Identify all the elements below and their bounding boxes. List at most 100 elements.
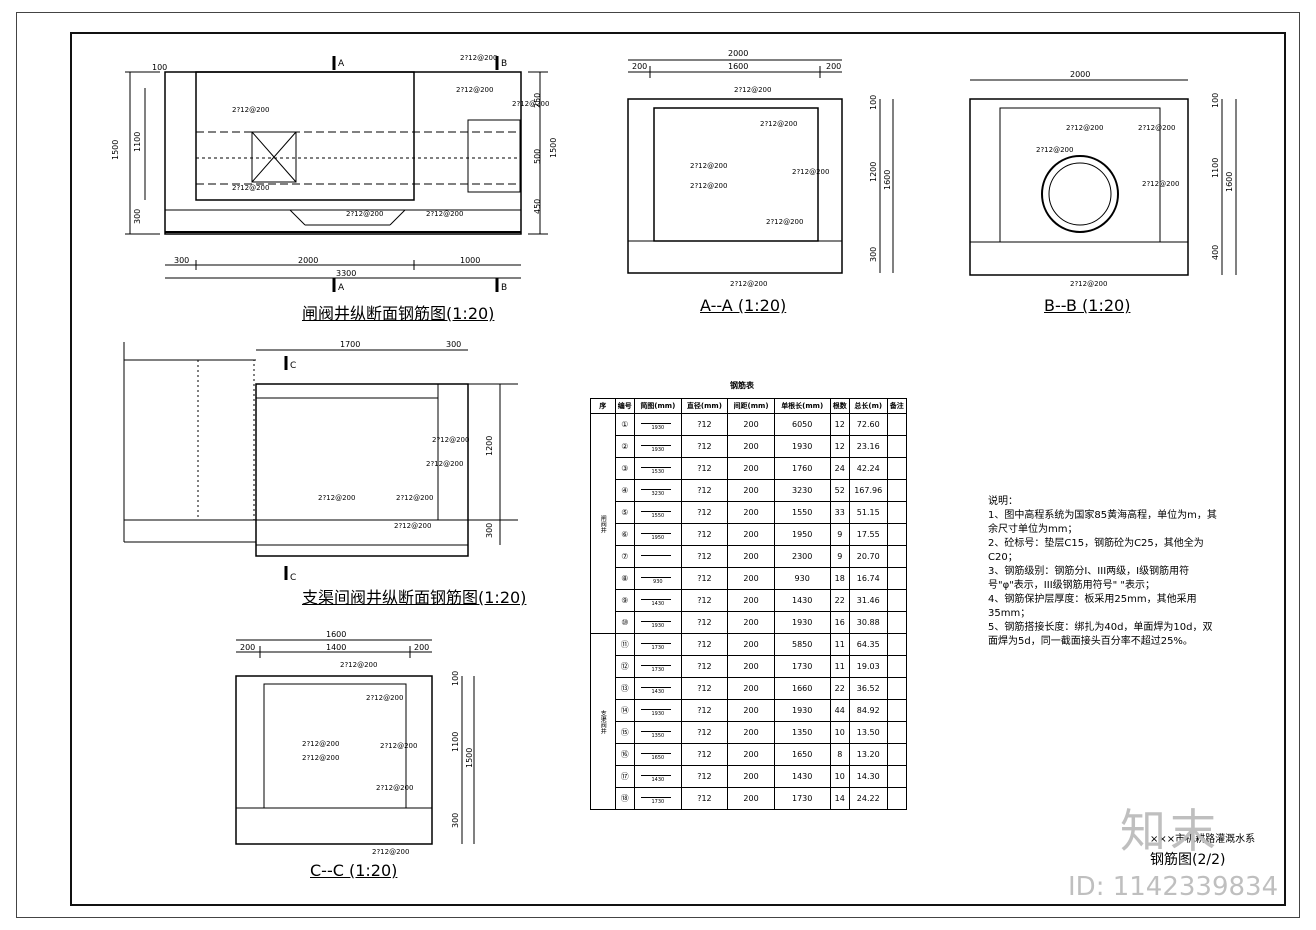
aa-dim-6: 1200 [869,162,878,182]
table-cell-diameter: ?12 [680,611,729,634]
aa-dim-5: 100 [869,95,878,110]
table-cell-total: 51.15 [848,501,888,524]
table-cell-number: ⑧ [614,567,636,590]
long-section-drawing [125,56,548,292]
aa-rebar-tag: 2?12@200 [760,120,797,128]
rebar-number: ⑪ [620,640,629,649]
note-item: 5、钢筋搭接长度：绑扎为40d，单面焊为10d，双面焊为5d，同一截面接头百分率… [988,622,1213,647]
rebar-number: ⑥ [621,530,629,539]
table-cell-count: 12 [829,435,850,458]
rebar-shape-length: 1930 [651,446,665,453]
table-cell-count: 22 [829,589,850,612]
table-cell-shape: 1930 [634,435,682,458]
table-cell-note [886,589,907,612]
cc-rebar-tag: 2?12@200 [372,848,409,856]
table-cell-note [886,633,907,656]
table-cell-note [886,699,907,722]
table-cell-total: 42.24 [848,457,888,480]
section-mark-c-bottom: C [290,573,296,583]
table-cell-diameter: ?12 [680,567,729,590]
section-bb-title: B--B (1:20) [1044,296,1131,315]
rebar-number: ⑧ [621,574,629,583]
table-cell-total: 64.35 [848,633,888,656]
cc-dim-3: 1400 [326,643,346,652]
table-cell-number: ② [614,435,636,458]
ls-dim-11: 1000 [460,256,480,265]
table-cell-number: ⑰ [614,765,636,788]
aa-rebar-tag: 2?12@200 [766,218,803,226]
br-dim-3: 1200 [485,436,494,456]
ls-rebar-tag: 2?12@200 [346,210,383,218]
table-cell-length: 1930 [773,611,831,634]
rebar-shape-length: 1430 [651,688,665,695]
table-header-cell: 备注 [886,398,907,414]
aa-dim-1: 2000 [728,49,748,58]
rebar-number: ⑭ [620,706,629,715]
br-dim-1: 1700 [340,340,360,349]
table-cell-number: ⑫ [614,655,636,678]
table-cell-note [886,655,907,678]
title-block: ×××市机耕路灌溉水系 钢筋图(2/2) [1150,830,1255,869]
section-mark-c-top: C [290,361,296,371]
table-cell-diameter: ?12 [680,545,729,568]
section-cc-title: C--C (1:20) [310,861,398,880]
table-cell-spacing: 200 [727,765,775,788]
table-cell-note [886,787,907,810]
table-cell-shape: 1650 [634,743,682,766]
bb-rebar-tag: 2?12@200 [1142,180,1179,188]
section-mark-b-bottom: B [501,283,507,293]
table-cell-diameter: ?12 [680,655,729,678]
aa-dim-8: 300 [869,247,878,262]
br-rebar-tag: 2?12@200 [318,494,355,502]
table-cell-spacing: 200 [727,787,775,810]
table-cell-spacing: 200 [727,523,775,546]
rebar-shape-length: 3230 [651,490,665,497]
aa-dim-7: 1600 [883,170,892,190]
table-cell-shape: 1730 [634,655,682,678]
table-cell-note [886,743,907,766]
table-cell-diameter: ?12 [680,765,729,788]
table-cell-total: 20.70 [848,545,888,568]
table-cell-spacing: 200 [727,655,775,678]
table-cell-note [886,479,907,502]
rebar-table: 序编号简图(mm)直径(mm)间距(mm)单根长(mm)根数总长(m)备注 闸阀… [590,398,907,810]
table-cell-count: 33 [829,501,850,524]
ls-rebar-tag: 2?12@200 [512,100,549,108]
table-cell-diameter: ?12 [680,743,729,766]
ls-dim-6: 500 [533,149,542,164]
aa-dim-2: 200 [632,62,647,71]
table-cell-note [886,413,907,436]
cc-dim-6: 1100 [451,732,460,752]
rebar-table-title: 钢筋表 [730,381,754,390]
table-cell-count: 24 [829,457,850,480]
table-cell-count: 9 [829,545,850,568]
table-cell-length: 1550 [773,501,831,524]
rebar-shape-length: 1930 [651,622,665,629]
table-cell-spacing: 200 [727,611,775,634]
table-cell-length: 1930 [773,699,831,722]
table-group-cell: 闸阀井 [590,413,616,634]
rebar-number: ⑤ [621,508,629,517]
table-cell-shape [634,545,682,568]
cc-rebar-tag: 2?12@200 [340,661,377,669]
table-cell-length: 1430 [773,589,831,612]
ls-dim-5: 250 [533,93,542,108]
cc-dim-4: 200 [414,643,429,652]
notes: 说明： 1、图中高程系统为国家85黄海高程，单位为m，其余尺寸单位为mm； 2、… [988,495,1220,649]
ls-dim-2: 1500 [111,140,120,160]
rebar-number: ① [621,420,629,429]
aa-dim-3: 1600 [728,62,748,71]
cc-dim-2: 200 [240,643,255,652]
table-cell-total: 167.96 [848,479,888,502]
ls-rebar-tag: 2?12@200 [426,210,463,218]
table-cell-spacing: 200 [727,435,775,458]
drawing-outer-frame [16,12,1300,918]
table-cell-total: 13.20 [848,743,888,766]
